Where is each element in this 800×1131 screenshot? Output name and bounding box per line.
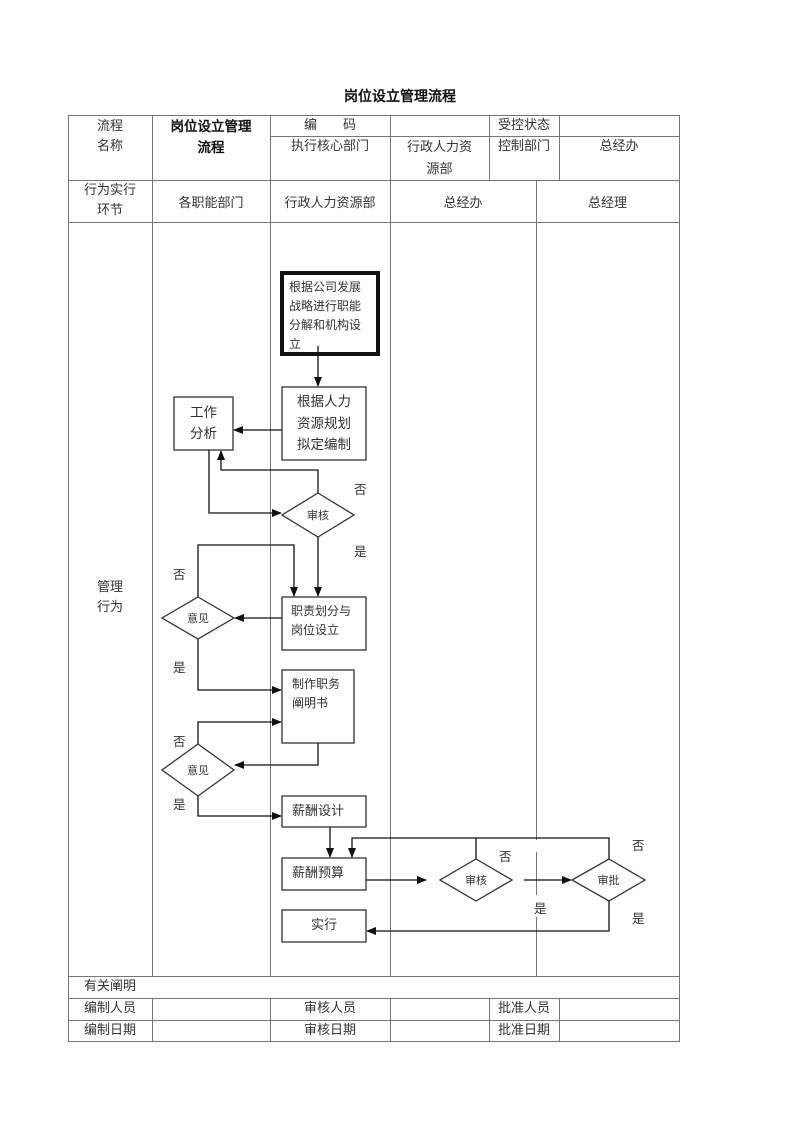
process-name-value: 岗位设立管理 流程 [152, 117, 270, 159]
table-border [68, 115, 680, 1042]
label-opinion2-no: 否 [173, 734, 186, 749]
prepared-date-label: 编制日期 [83, 1023, 136, 1038]
start-line3: 分解和机构设 [289, 318, 362, 332]
document-title: 岗位设立管理流程 [344, 89, 456, 105]
arrow-analysis-to-review1 [208, 450, 282, 517]
lane-row-label-line1: 行为实行 [83, 183, 136, 198]
opinion2-text: 意见 [187, 764, 209, 777]
exec-dept-value-line2: 源部 [426, 162, 453, 177]
lane-gm-office: 总经办 [443, 196, 483, 211]
arrow-opinion2-no [197, 718, 282, 744]
lane-general-manager: 总经理 [587, 196, 627, 211]
body-row-label-line2: 行为 [96, 600, 123, 615]
start-box-text: 根据公司发展 战略进行职能 分解和机构设 立 [289, 278, 377, 354]
arrow-approve-no [348, 837, 610, 859]
body-row-label: 管理 行为 [68, 578, 152, 618]
plan-box[interactable] [281, 386, 367, 461]
start-line1: 根据公司发展 [289, 280, 362, 294]
arrow-opinion2-yes [197, 796, 282, 820]
plan-line3: 拟定编制 [297, 437, 351, 453]
job-analysis-box[interactable] [173, 396, 234, 451]
duty-line2: 岗位设立 [291, 623, 340, 637]
approved-by-label: 批准人员 [497, 1001, 550, 1016]
label-approve-yes: 是 [632, 911, 645, 926]
reviewed-by-label: 审核人员 [303, 1001, 356, 1016]
label-opinion1-yes: 是 [173, 660, 186, 675]
duty-box-text: 职责划分与 岗位设立 [291, 602, 366, 640]
jd-box-text: 制作职务 阐明书 [292, 675, 354, 713]
label-opinion2-yes: 是 [173, 797, 186, 812]
control-dept-label: 控制部门 [497, 139, 550, 154]
arrow-review1-no [217, 450, 319, 493]
plan-box-text: 根据人力 资源规划 拟定编制 [282, 392, 366, 457]
duty-box[interactable] [281, 596, 367, 651]
start-line4: 立 [289, 337, 302, 351]
process-name-label: 流程 名称 [68, 117, 152, 157]
code-label: 编 码 [303, 118, 356, 133]
prepared-by-label: 编制人员 [83, 1001, 136, 1016]
label-review1-yes: 是 [354, 544, 367, 559]
arrow-jd-to-opinion2 [234, 743, 319, 769]
lane-row-label: 行为实行 环节 [68, 181, 152, 221]
review2-diamond[interactable] [438, 858, 514, 902]
review1-text: 审核 [307, 509, 329, 522]
job-analysis-text: 工作 分析 [174, 403, 233, 445]
label-approve-no: 否 [632, 838, 645, 853]
job-analysis-line2: 分析 [190, 426, 217, 442]
label-opinion1-no: 否 [173, 567, 186, 582]
opinion1-text: 意见 [187, 612, 209, 625]
reviewed-date-label: 审核日期 [303, 1023, 356, 1038]
process-name-label-line2: 名称 [96, 139, 123, 154]
start-line2: 战略进行职能 [289, 299, 362, 313]
salary-budget-text: 薪酬预算 [292, 866, 345, 881]
lane-hr-admin: 行政人力资源部 [284, 196, 376, 211]
lane-functional-depts: 各职能部门 [178, 196, 244, 211]
plan-line1: 根据人力 [297, 394, 351, 410]
approve-text: 审批 [597, 874, 620, 887]
review2-text: 审核 [465, 874, 487, 887]
salary-budget-box[interactable] [281, 857, 367, 891]
label-review1-no: 否 [354, 482, 367, 497]
process-name-label-line1: 流程 [96, 119, 123, 134]
process-name-value-line2: 流程 [197, 140, 225, 156]
process-name-value-line1: 岗位设立管理 [170, 119, 252, 135]
plan-line2: 资源规划 [297, 415, 351, 432]
jd-box[interactable] [281, 669, 355, 744]
jd-line1: 制作职务 [292, 677, 341, 691]
job-analysis-line1: 工作 [190, 405, 217, 421]
control-status-label: 受控状态 [497, 118, 550, 133]
lane-row-label-line2: 环节 [96, 203, 123, 218]
start-box[interactable] [280, 271, 380, 356]
implement-box[interactable] [281, 909, 367, 943]
approved-date-label: 批准日期 [497, 1023, 550, 1038]
exec-dept-value-line1: 行政人力资 [406, 140, 472, 155]
control-dept-value: 总经办 [599, 139, 639, 154]
notes-label: 有关阐明 [83, 979, 136, 994]
exec-dept-value: 行政人力资 源部 [390, 137, 489, 181]
implement-text: 实行 [310, 918, 337, 933]
salary-design-box[interactable] [281, 795, 367, 828]
jd-line2: 阐明书 [292, 696, 329, 710]
salary-design-text: 薪酬设计 [292, 804, 345, 819]
arrow-opinion1-no [197, 544, 298, 597]
duty-line1: 职责划分与 [291, 604, 352, 618]
label-review2-no: 否 [499, 849, 512, 864]
label-review2-yes: 是 [534, 901, 547, 916]
exec-dept-label: 执行核心部门 [290, 139, 369, 154]
arrow-approve-yes [366, 901, 610, 935]
body-row-label-line1: 管理 [96, 580, 123, 595]
arrow-opinion1-yes [197, 639, 282, 694]
